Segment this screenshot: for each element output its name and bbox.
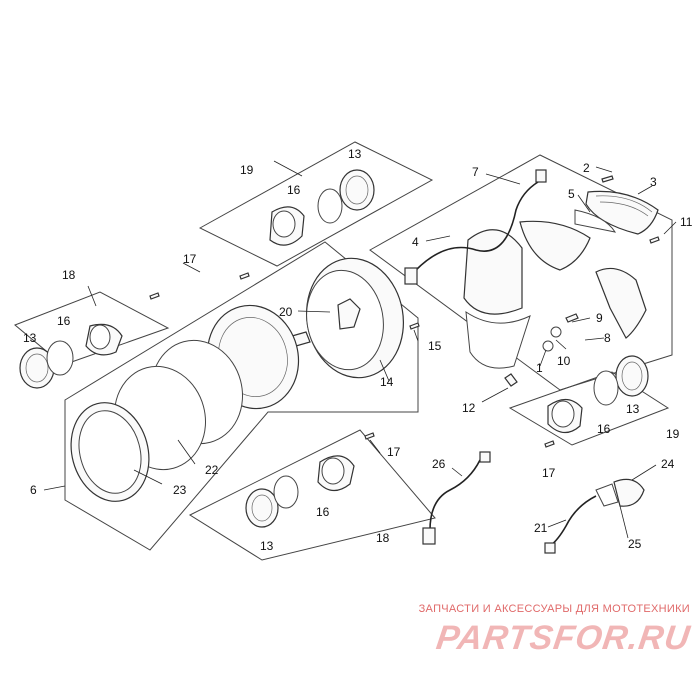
callout-18a: 18 xyxy=(62,268,76,282)
connector xyxy=(422,527,436,545)
callout-13c: 13 xyxy=(626,402,640,416)
callout-4: 4 xyxy=(412,235,419,249)
headlamp-trim-ring-inner xyxy=(78,410,142,494)
indicator-housing-ring xyxy=(551,400,575,428)
screw xyxy=(649,236,660,244)
callout-5: 5 xyxy=(568,187,575,201)
callout-13d: 13 xyxy=(260,539,274,553)
bulb xyxy=(504,373,518,387)
callout-13b: 13 xyxy=(23,331,37,345)
callout-17b: 17 xyxy=(387,445,401,459)
callout-16b: 16 xyxy=(57,314,71,328)
screw xyxy=(364,432,375,440)
rear-fender-lower xyxy=(465,310,531,369)
callout-16a: 16 xyxy=(287,183,301,197)
frame-headlamp xyxy=(64,241,419,551)
tail-light-gasket xyxy=(574,209,617,233)
frame-tail-light xyxy=(369,154,673,391)
callout-20: 20 xyxy=(279,305,293,319)
indicator-gasket xyxy=(273,475,299,509)
tail-light-lens-pattern xyxy=(595,195,653,217)
wiring-harness xyxy=(415,181,539,271)
indicator-lens xyxy=(615,355,649,397)
callout-16c: 16 xyxy=(597,422,611,436)
callout-17c: 17 xyxy=(542,466,556,480)
indicator-lens-pattern xyxy=(25,353,49,383)
indicator-gasket xyxy=(593,370,619,406)
frame-right-indicator xyxy=(508,371,670,446)
callout-26: 26 xyxy=(432,457,446,471)
license-bracket xyxy=(595,267,647,339)
indicator-lens-pattern xyxy=(251,494,273,522)
indicator-lens xyxy=(245,488,279,528)
callout-15: 15 xyxy=(428,339,442,353)
callout-11: 11 xyxy=(680,215,693,229)
leader-lines xyxy=(43,160,677,539)
callout-18b: 18 xyxy=(376,531,390,545)
indicator-housing-ring xyxy=(272,210,296,238)
screw xyxy=(565,313,579,323)
indicator-housing-ring xyxy=(89,324,111,350)
license-plate-light-bracket xyxy=(595,483,619,507)
callout-10: 10 xyxy=(557,354,571,368)
callout-2: 2 xyxy=(583,161,590,175)
watermark-logo: PARTSFOR.RU xyxy=(433,619,693,657)
license-plate-light xyxy=(613,478,645,507)
watermark: ЗАПЧАСТИ И АКСЕССУАРЫ ДЛЯ МОТОТЕХНИКИ PA… xyxy=(380,603,693,673)
frame-front-indicator-top xyxy=(198,141,434,267)
callout-14: 14 xyxy=(380,375,394,389)
indicator-gasket xyxy=(46,340,74,376)
screw xyxy=(239,272,250,280)
connector xyxy=(535,169,547,183)
callout-19b: 19 xyxy=(666,427,680,441)
callout-17a: 17 xyxy=(183,252,197,266)
callout-25: 25 xyxy=(628,537,642,551)
callout-9: 9 xyxy=(596,311,603,325)
callout-12: 12 xyxy=(462,401,476,415)
callout-16d: 16 xyxy=(316,505,330,519)
indicator-lens-pattern xyxy=(621,361,643,391)
callout-6: 6 xyxy=(30,483,37,497)
indicator-lens-pattern xyxy=(345,175,369,205)
frame-bottom-indicator xyxy=(188,429,436,561)
rear-fender-cover xyxy=(463,229,523,315)
screw xyxy=(409,322,420,330)
callout-23: 23 xyxy=(173,483,187,497)
bulb-holder xyxy=(337,298,361,330)
indicator-gasket xyxy=(317,188,343,224)
callout-1: 1 xyxy=(536,361,543,375)
connector xyxy=(479,451,491,463)
watermark-tagline: ЗАПЧАСТИ И АКСЕССУАРЫ ДЛЯ МОТОТЕХНИКИ xyxy=(418,603,690,615)
tail-light-housing xyxy=(519,220,591,271)
callout-8: 8 xyxy=(604,331,611,345)
callouts: 1 2 3 4 5 6 7 8 9 10 11 12 13 13 13 13 1… xyxy=(23,147,693,553)
nut xyxy=(550,326,562,338)
callout-21: 21 xyxy=(534,521,548,535)
callout-7: 7 xyxy=(472,165,479,179)
callout-13a: 13 xyxy=(348,147,362,161)
screw xyxy=(149,292,160,300)
indicator-housing-ring xyxy=(321,457,345,485)
license-plate-light-wire xyxy=(549,495,597,547)
callout-19a: 19 xyxy=(240,163,254,177)
connector xyxy=(404,267,418,285)
callout-22: 22 xyxy=(205,463,219,477)
callout-24: 24 xyxy=(661,457,675,471)
wiring-harness-indicator xyxy=(429,459,481,531)
indicator-lens xyxy=(339,169,375,211)
connector xyxy=(544,542,556,554)
screw xyxy=(601,175,614,183)
callout-3: 3 xyxy=(650,175,657,189)
washer xyxy=(542,340,554,352)
screw xyxy=(544,440,555,448)
